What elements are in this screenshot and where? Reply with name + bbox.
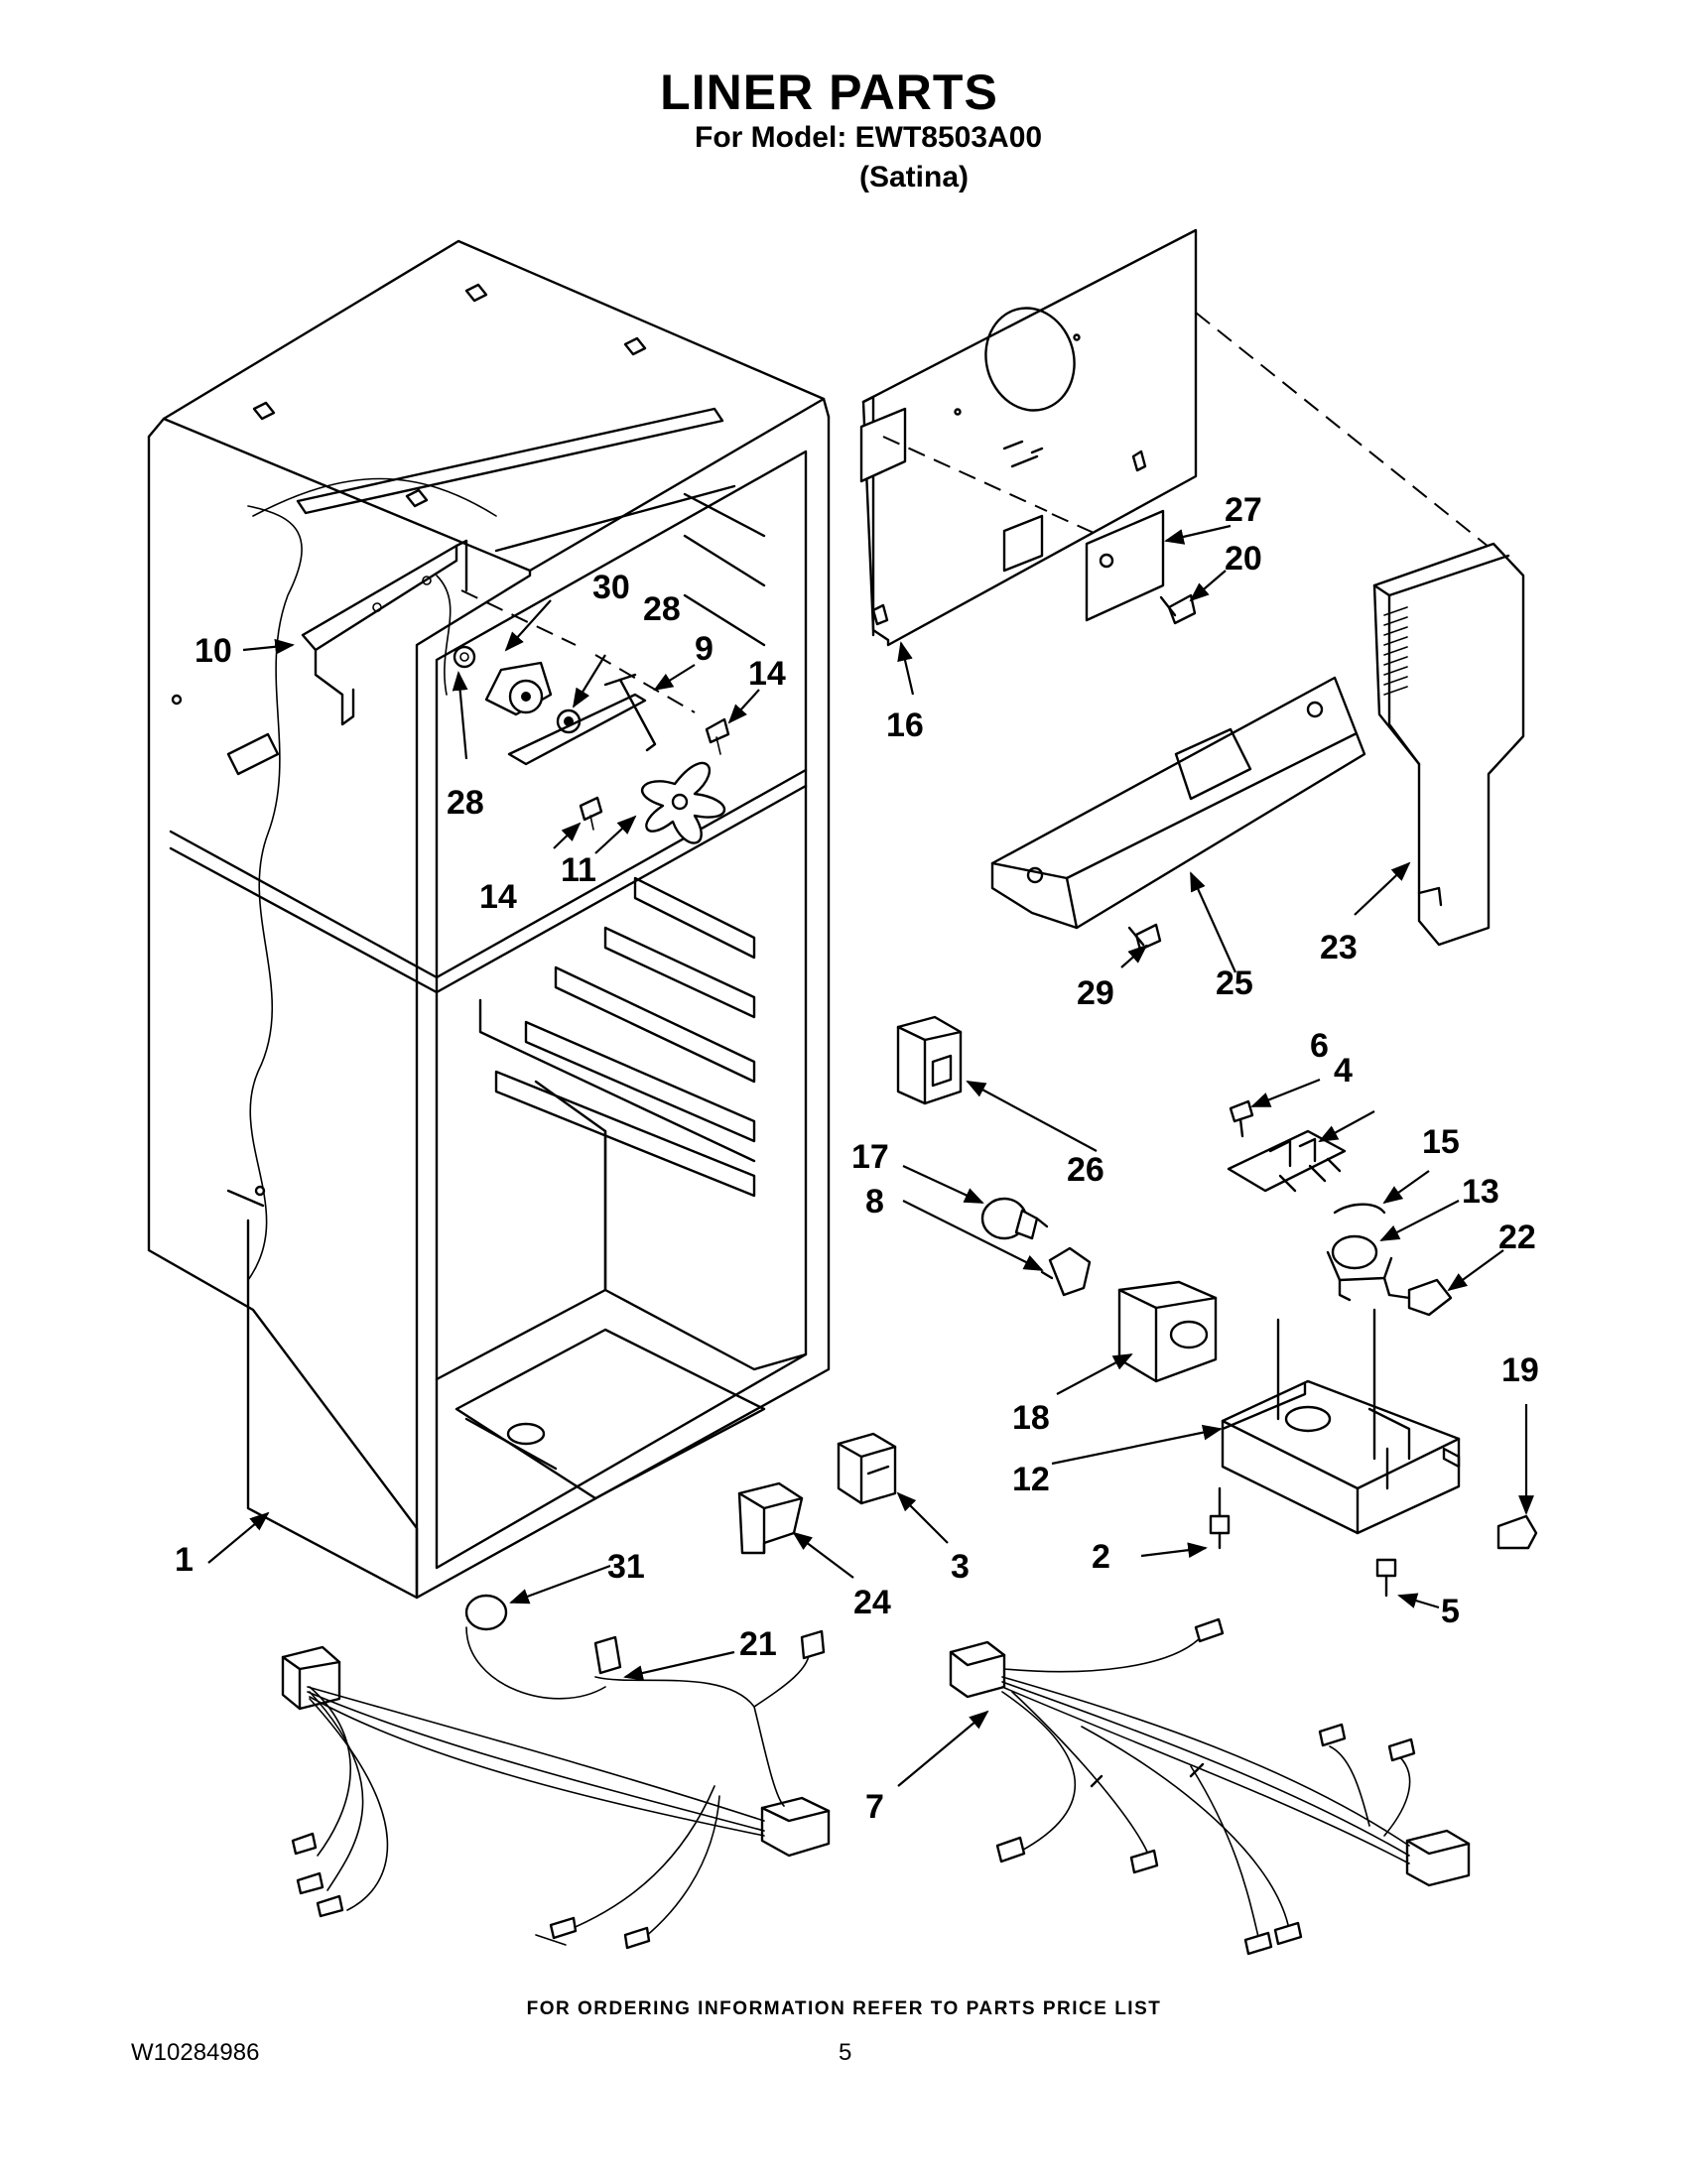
wire-harness-21 xyxy=(281,1626,831,1950)
callout-4: 4 xyxy=(1334,1052,1353,1090)
callout-23: 23 xyxy=(1320,929,1358,966)
evaporator-cover xyxy=(460,228,1494,713)
callout-14-upper: 14 xyxy=(748,655,786,693)
callout-12: 12 xyxy=(1012,1461,1050,1498)
callout-28-upper: 28 xyxy=(643,590,681,628)
callout-20: 20 xyxy=(1225,540,1262,578)
control-knob xyxy=(1387,1278,1453,1317)
thermostat xyxy=(1326,1234,1393,1302)
callout-5: 5 xyxy=(1441,1593,1460,1630)
callout-8: 8 xyxy=(865,1183,884,1220)
callout-19: 19 xyxy=(1501,1351,1539,1389)
callout-31: 31 xyxy=(607,1548,645,1586)
model-line: For Model: EWT8503A00 xyxy=(695,121,1043,154)
callout-22: 22 xyxy=(1498,1219,1536,1256)
lamp-socket-cover xyxy=(896,1015,963,1105)
callout-28-lower: 28 xyxy=(447,784,484,822)
ordering-note: FOR ORDERING INFORMATION REFER TO PARTS … xyxy=(526,1998,1162,2019)
refrigerator-liner xyxy=(147,239,831,1600)
callout-14-lower: 14 xyxy=(479,878,517,916)
lamp-shield xyxy=(1117,1280,1218,1383)
page-title: LINER PARTS xyxy=(660,64,998,120)
callout-2: 2 xyxy=(1092,1538,1110,1576)
screw-6 xyxy=(1229,1099,1254,1138)
callout-25: 25 xyxy=(1216,964,1253,1002)
callout-13: 13 xyxy=(1462,1173,1499,1211)
lamp-socket xyxy=(1040,1246,1092,1297)
air-duct xyxy=(1372,542,1525,947)
evaporator-fan-assembly xyxy=(301,539,730,844)
callout-18: 18 xyxy=(1012,1399,1050,1437)
screw-2 xyxy=(1209,1486,1231,1550)
leader-arrows xyxy=(207,524,1534,1787)
callout-3: 3 xyxy=(951,1548,970,1586)
foam-gasket-plate xyxy=(1085,509,1165,622)
cover-3 xyxy=(837,1432,897,1505)
callout-24: 24 xyxy=(853,1584,891,1621)
callout-26: 26 xyxy=(1067,1151,1104,1189)
wire-15 xyxy=(1333,1203,1386,1215)
document-number: W10284986 xyxy=(131,2039,260,2066)
control-tray xyxy=(1221,1308,1461,1535)
wire-clip xyxy=(1496,1514,1538,1550)
light-bulb xyxy=(980,1197,1049,1240)
callout-numbers: 1 2 3 4 5 6 7 8 9 10 11 12 13 14 14 15 1… xyxy=(175,491,1539,1826)
page-number: 5 xyxy=(839,2039,852,2066)
callout-9: 9 xyxy=(695,630,714,668)
control-housing xyxy=(990,676,1366,930)
callout-17: 17 xyxy=(851,1138,889,1176)
switch-24 xyxy=(737,1481,804,1555)
wire-harness-7 xyxy=(949,1617,1471,1956)
sensor-31 xyxy=(464,1594,508,1631)
control-board xyxy=(1227,1129,1347,1193)
callout-21: 21 xyxy=(739,1625,777,1663)
callout-1: 1 xyxy=(175,1541,194,1579)
screw-5 xyxy=(1375,1558,1397,1598)
callout-11: 11 xyxy=(561,851,596,889)
callout-30: 30 xyxy=(592,569,630,606)
callout-7: 7 xyxy=(865,1788,884,1826)
model-variant: (Satina) xyxy=(859,161,970,193)
callout-27: 27 xyxy=(1225,491,1262,529)
callout-15: 15 xyxy=(1422,1123,1460,1161)
callout-29: 29 xyxy=(1077,974,1114,1012)
callout-10: 10 xyxy=(195,632,232,670)
screw-20 xyxy=(1159,593,1197,625)
callout-16: 16 xyxy=(886,707,924,744)
callout-6: 6 xyxy=(1310,1027,1329,1065)
